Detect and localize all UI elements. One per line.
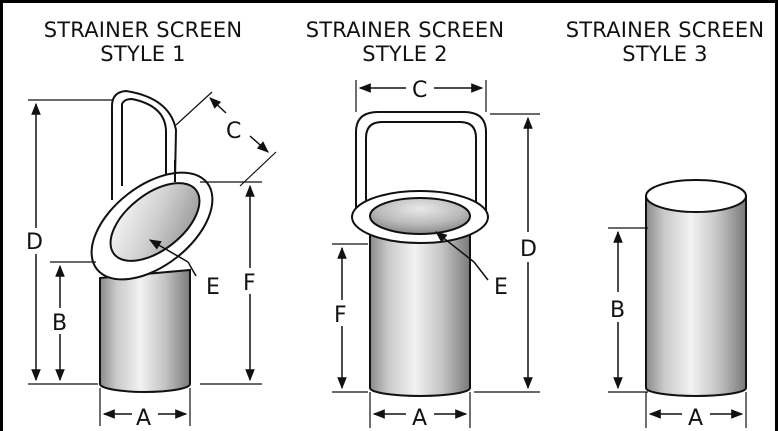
style3-title-line1: STRAINER SCREEN [565, 18, 765, 42]
style1-label-A: A [136, 406, 151, 431]
style2-label-D: D [520, 237, 537, 262]
style3-label-A: A [688, 406, 703, 431]
style3-title: STRAINER SCREEN STYLE 3 [556, 18, 774, 66]
style2-cylinder [369, 231, 471, 397]
style2-handle [355, 111, 487, 216]
style3-strainer [645, 179, 747, 397]
style2-label-F: F [334, 303, 347, 328]
style2-label-A: A [412, 406, 427, 431]
style2-title: STRAINER SCREEN STYLE 2 [290, 18, 520, 66]
style2-E-leader [435, 231, 475, 263]
style1-label-D: D [26, 230, 43, 255]
style3-title-line2: STYLE 3 [622, 42, 708, 66]
style2-strainer [351, 111, 489, 397]
style2-opening [369, 197, 471, 235]
style3-top-rim [645, 179, 747, 213]
style2-label-E: E [494, 275, 508, 300]
style1-E-leader [148, 239, 189, 263]
style1-title-line2: STYLE 1 [100, 42, 186, 66]
style1-title: STRAINER SCREEN STYLE 1 [18, 18, 268, 66]
style2-title-line2: STYLE 2 [362, 42, 448, 66]
style1-handle [111, 89, 178, 192]
style3-cylinder [645, 195, 747, 397]
style3-label-B: B [610, 298, 625, 323]
style2-label-C: C [412, 78, 427, 103]
style1-cylinder [99, 268, 191, 393]
style1-label-E: E [206, 275, 220, 300]
style2-title-line1: STRAINER SCREEN [305, 18, 505, 42]
style1-label-F: F [243, 271, 256, 296]
style1-opening [109, 182, 201, 262]
style1-label-C: C [226, 119, 241, 144]
style1-strainer [90, 89, 214, 393]
style1-title-line1: STRAINER SCREEN [43, 18, 243, 42]
style1-label-B: B [52, 311, 67, 336]
